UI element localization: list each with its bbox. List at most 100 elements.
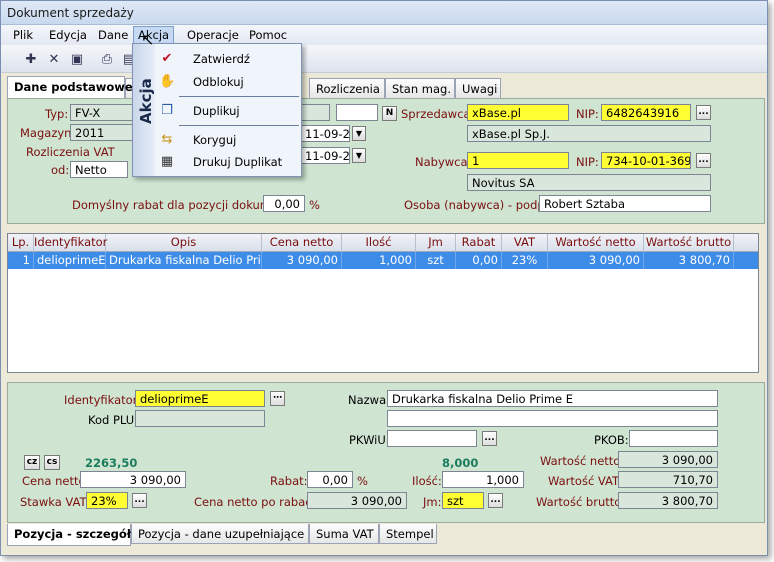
tab-pozycja-dane-uzupelniajace[interactable]: Pozycja - dane uzupełniające bbox=[131, 524, 309, 544]
new-document-icon[interactable]: ✚ bbox=[25, 51, 37, 67]
date1-field[interactable]: 11-09-21 bbox=[300, 125, 350, 142]
od-field[interactable]: Netto bbox=[70, 161, 128, 178]
menu-item-odblokuj[interactable]: ✋ Odblokuj bbox=[155, 71, 301, 93]
save-icon[interactable]: ▣ bbox=[70, 51, 84, 67]
col-cena-netto[interactable]: Cena netto bbox=[262, 234, 342, 252]
sprzedawca-nip-field[interactable]: 6482643916 bbox=[601, 104, 691, 121]
cell-wartosc-brutto: 3 800,70 bbox=[644, 252, 734, 269]
identyfikator-browse-button[interactable]: ⋯ bbox=[270, 391, 285, 406]
menu-item-koryguj[interactable]: ⇆ Koryguj bbox=[155, 129, 301, 151]
date2-field[interactable]: 11-09-21 bbox=[300, 147, 350, 164]
cell-jm: szt bbox=[416, 252, 456, 269]
date1-dropdown-icon[interactable]: ▼ bbox=[352, 126, 366, 141]
menu-item-drukuj-duplikat[interactable]: ▦ Drukuj Duplikat bbox=[155, 151, 301, 173]
cz-button[interactable]: cz bbox=[24, 455, 40, 470]
menu-akcja[interactable]: Akcja bbox=[133, 26, 175, 44]
n-button[interactable]: N bbox=[382, 106, 397, 121]
delete-icon[interactable]: ✕ bbox=[48, 51, 60, 67]
cena-netto-field[interactable]: 3 090,00 bbox=[80, 471, 186, 488]
menu-plik[interactable]: Plik bbox=[13, 28, 33, 42]
stawka-vat-label: Stawka VAT: bbox=[20, 495, 90, 509]
nazwa-label: Nazwa: bbox=[348, 393, 391, 407]
menu-item-label: Duplikuj bbox=[193, 104, 240, 118]
menu-item-label: Zatwierdź bbox=[193, 52, 250, 66]
nabywca-label: Nabywca: bbox=[415, 155, 472, 169]
grid-header: Lp. Identyfikator Opis Cena netto Ilość … bbox=[8, 234, 758, 252]
rabat-detail-field[interactable]: 0,00 bbox=[307, 471, 353, 488]
identyfikator-field[interactable]: delioprimeE bbox=[135, 390, 265, 407]
date2-dropdown-icon[interactable]: ▼ bbox=[352, 148, 366, 163]
menu-edycja[interactable]: Edycja bbox=[49, 28, 87, 42]
cell-cena-netto: 3 090,00 bbox=[262, 252, 342, 269]
rozliczenia-vat-label: Rozliczenia VAT bbox=[26, 145, 115, 159]
correct-icon: ⇆ bbox=[161, 132, 173, 147]
stawka-ellipsis-button[interactable]: ... bbox=[132, 493, 147, 508]
menu-separator bbox=[179, 125, 299, 126]
tab-uwagi[interactable]: Uwagi bbox=[455, 78, 501, 98]
kodplu-label: Kod PLU: bbox=[88, 413, 139, 427]
col-rabat[interactable]: Rabat bbox=[456, 234, 502, 252]
table-row[interactable]: 1 delioprimeE Drukarka fiskalna Delio Pr… bbox=[8, 252, 758, 269]
typ-number-field[interactable] bbox=[336, 104, 378, 121]
col-wartosc-netto[interactable]: Wartość netto bbox=[548, 234, 644, 252]
pkob-field[interactable] bbox=[629, 430, 718, 447]
jm-ellipsis-button[interactable]: ... bbox=[488, 493, 503, 508]
ilosc-field[interactable]: 1,000 bbox=[442, 471, 524, 488]
rabat-field[interactable]: 0,00 bbox=[263, 195, 305, 212]
pkwiu-field[interactable] bbox=[387, 430, 477, 447]
tab-pozycja-szczegoly[interactable]: Pozycja - szczegóły bbox=[7, 524, 139, 546]
cena-po-rabacie-label: Cena netto po rabacie: bbox=[194, 495, 326, 509]
print-icon[interactable]: ⎙ bbox=[101, 51, 113, 67]
tab-stempel[interactable]: Stempel bbox=[379, 524, 437, 544]
rabat-unit: % bbox=[309, 198, 320, 212]
col-wartosc-brutto[interactable]: Wartość brutto bbox=[644, 234, 734, 252]
stawka-vat-field[interactable]: 23% bbox=[86, 492, 128, 509]
col-lp[interactable]: Lp. bbox=[8, 234, 34, 252]
nabywca-field[interactable]: 1 bbox=[467, 152, 569, 169]
menu-dane[interactable]: Dane bbox=[98, 28, 129, 42]
tab-rozliczenia[interactable]: Rozliczenia bbox=[309, 78, 385, 98]
col-opis[interactable]: Opis bbox=[106, 234, 262, 252]
col-jm[interactable]: Jm bbox=[416, 234, 456, 252]
nabywca-ellipsis-button[interactable]: ... bbox=[696, 153, 711, 168]
wartosc-brutto-label: Wartość brutto: bbox=[536, 495, 626, 509]
wartosc-brutto-field: 3 800,70 bbox=[618, 492, 718, 509]
sprzedawca-name-field: xBase.pl Sp.J. bbox=[467, 125, 711, 142]
col-ilosc[interactable]: Ilość bbox=[342, 234, 416, 252]
sprzedawca-field[interactable]: xBase.pl bbox=[467, 104, 569, 121]
osoba-field[interactable]: Robert Sztaba bbox=[539, 195, 711, 212]
menu-item-duplikuj[interactable]: ❐ Duplikuj bbox=[155, 100, 301, 122]
magazyn-field[interactable]: 2011 bbox=[70, 124, 150, 141]
nabywca-name-field: Novitus SA bbox=[467, 174, 711, 191]
tab-dane-podstawowe[interactable]: Dane podstawowe bbox=[7, 76, 133, 98]
menu-pomoc[interactable]: Pomoc bbox=[249, 28, 288, 42]
cell-wartosc-netto: 3 090,00 bbox=[548, 252, 644, 269]
menu-item-zatwierdz[interactable]: ✔ Zatwierdź bbox=[155, 48, 301, 70]
menu-bar: Plik Edycja Dane Akcja Operacje Pomoc bbox=[1, 25, 767, 45]
cena-po-rabacie-field: 3 090,00 bbox=[307, 492, 407, 509]
tab-stan-mag[interactable]: Stan mag. bbox=[385, 78, 455, 98]
identyfikator-label: Identyfikator: bbox=[64, 393, 142, 407]
hand-icon: ✋ bbox=[159, 74, 176, 89]
cell-identyfikator: delioprimeE bbox=[34, 252, 106, 269]
kodplu-field[interactable] bbox=[135, 410, 265, 427]
pkwiu-ellipsis-button[interactable]: ... bbox=[482, 431, 497, 446]
pkob-label: PKOB: bbox=[594, 433, 629, 447]
nazwa2-field[interactable] bbox=[387, 410, 718, 427]
menu-operacje[interactable]: Operacje bbox=[187, 28, 239, 42]
col-identyfikator[interactable]: Identyfikator bbox=[34, 234, 107, 252]
header-panel: Typ: FV-X N Magazyn: 2011 Rozliczenia VA… bbox=[7, 98, 765, 224]
ilosc-label: Ilość: bbox=[412, 474, 442, 488]
nabywca-nip-field[interactable]: 734-10-01-369 bbox=[601, 152, 691, 169]
od-label: od: bbox=[51, 163, 70, 177]
bottom-tabs: Pozycja - szczegóły Pozycja - dane uzupe… bbox=[7, 524, 767, 546]
magazyn-label: Magazyn: bbox=[20, 126, 76, 140]
sprzedawca-ellipsis-button[interactable]: ... bbox=[696, 105, 711, 120]
cs-button[interactable]: cs bbox=[44, 455, 60, 470]
tab-suma-vat[interactable]: Suma VAT bbox=[309, 524, 379, 544]
col-vat[interactable]: VAT bbox=[502, 234, 548, 252]
menu-item-label: Odblokuj bbox=[193, 75, 244, 89]
nazwa-field[interactable]: Drukarka fiskalna Delio Prime E bbox=[387, 390, 718, 407]
jm-field[interactable]: szt bbox=[442, 492, 484, 509]
